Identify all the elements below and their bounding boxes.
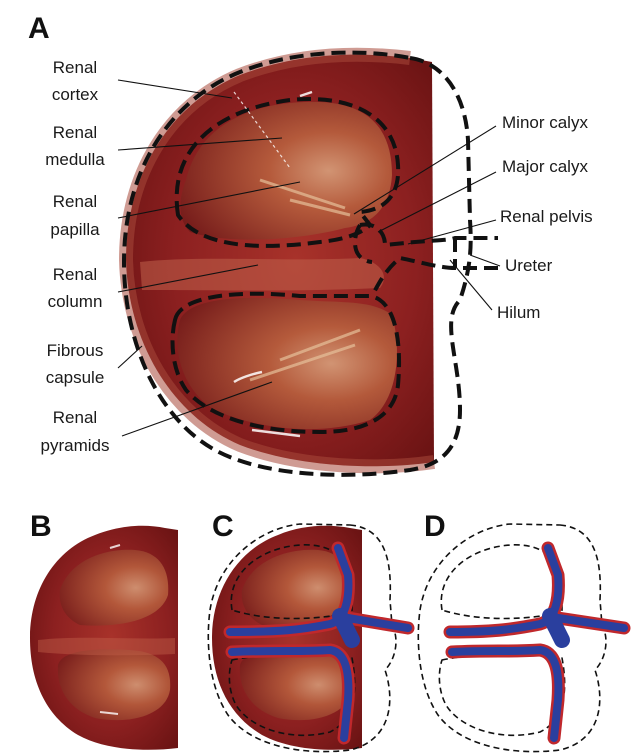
panel-b-kidney-section <box>30 526 178 750</box>
renal-column-a <box>140 258 384 291</box>
svg-text:medulla: medulla <box>45 150 105 169</box>
svg-text:Fibrous: Fibrous <box>47 341 104 360</box>
label-fibrous-capsule-2: capsule <box>46 368 105 387</box>
panel-c-kidney-section <box>208 524 408 752</box>
right-labels-a: Minor calyx Major calyx Renal pelvis Ure… <box>497 113 593 322</box>
label-renal-papilla-2: papilla <box>50 220 100 239</box>
svg-text:Renal: Renal <box>53 58 97 77</box>
panel-d-diagram <box>418 524 624 752</box>
svg-text:papilla: papilla <box>50 220 100 239</box>
svg-text:Renal: Renal <box>53 408 97 427</box>
label-renal-pelvis: Renal pelvis <box>500 207 593 226</box>
capsule-outline-d <box>418 524 606 752</box>
svg-text:pyramids: pyramids <box>41 436 110 455</box>
label-renal-pyramids-2: pyramids <box>41 436 110 455</box>
label-renal-papilla-1: Renal <box>53 192 97 211</box>
medulla-outline-lower-d <box>439 654 564 736</box>
label-renal-medulla-1: Renal <box>53 123 97 142</box>
label-renal-column-1: Renal <box>53 265 97 284</box>
svg-text:Renal: Renal <box>53 265 97 284</box>
label-renal-medulla-2: medulla <box>45 150 105 169</box>
collecting-system-d <box>450 548 624 738</box>
svg-text:capsule: capsule <box>46 368 105 387</box>
svg-text:cortex: cortex <box>52 85 99 104</box>
panel-a-kidney-section <box>124 53 498 475</box>
label-ureter: Ureter <box>505 256 553 275</box>
svg-text:column: column <box>48 292 103 311</box>
label-renal-pyramids-1: Renal <box>53 408 97 427</box>
left-labels-a: Renal cortex Renal medulla Renal papilla… <box>41 58 110 455</box>
label-major-calyx: Major calyx <box>502 157 588 176</box>
panel-label-c: C <box>212 510 234 543</box>
label-renal-column-2: column <box>48 292 103 311</box>
medulla-outline-upper-d <box>441 545 562 619</box>
panel-label-a: A <box>28 12 50 45</box>
label-renal-cortex-2: cortex <box>52 85 99 104</box>
svg-text:Renal: Renal <box>53 192 97 211</box>
panel-label-b: B <box>30 510 52 543</box>
svg-text:Renal: Renal <box>53 123 97 142</box>
label-minor-calyx: Minor calyx <box>502 113 588 132</box>
label-renal-cortex-1: Renal <box>53 58 97 77</box>
label-hilum: Hilum <box>497 303 540 322</box>
panel-label-d: D <box>424 510 446 543</box>
label-fibrous-capsule-1: Fibrous <box>47 341 104 360</box>
